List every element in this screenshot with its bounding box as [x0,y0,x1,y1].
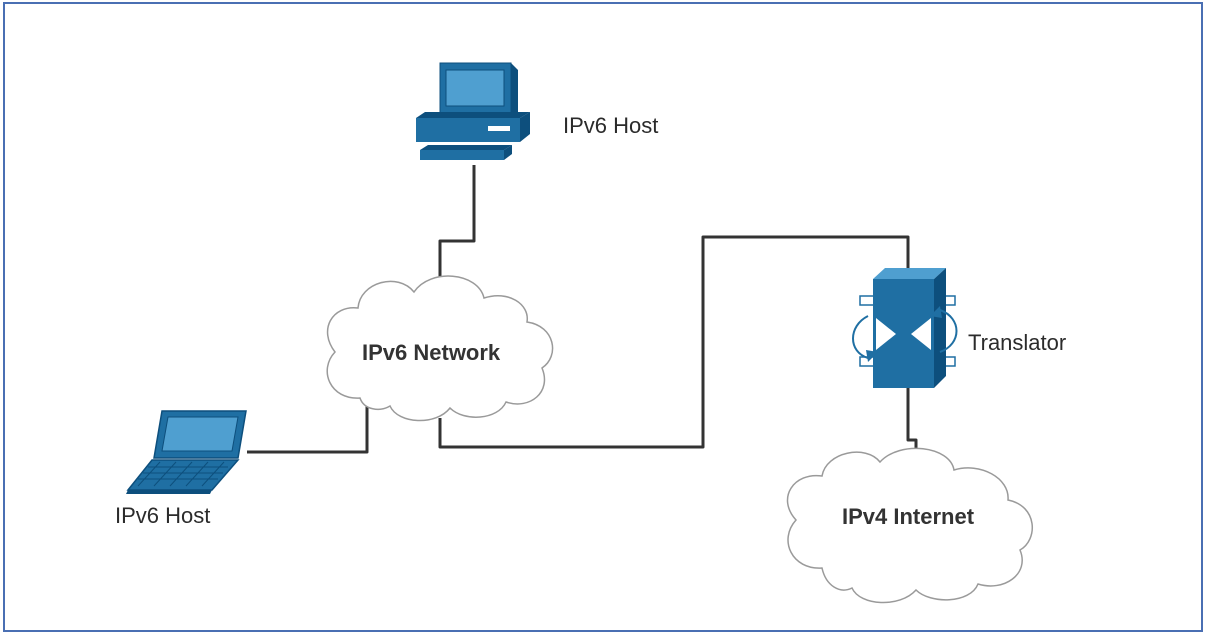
desktop-host-label: IPv6 Host [563,113,659,138]
link-translator-to-ipv4 [906,388,918,456]
ipv4-internet-label: IPv4 Internet [842,504,975,529]
translator-label: Translator [968,330,1067,355]
link-laptop-to-network [247,395,369,454]
desktop-computer-icon [416,62,530,160]
ipv6-network-cloud-icon [326,275,554,422]
laptop-host-label: IPv6 Host [115,503,211,528]
translator-icon [852,268,958,388]
link-desktop-to-network [438,165,476,282]
laptop-icon [126,410,247,494]
ipv6-network-label: IPv6 Network [362,340,501,365]
link-network-to-translator [438,235,910,449]
ipv4-internet-cloud-icon [786,447,1033,604]
